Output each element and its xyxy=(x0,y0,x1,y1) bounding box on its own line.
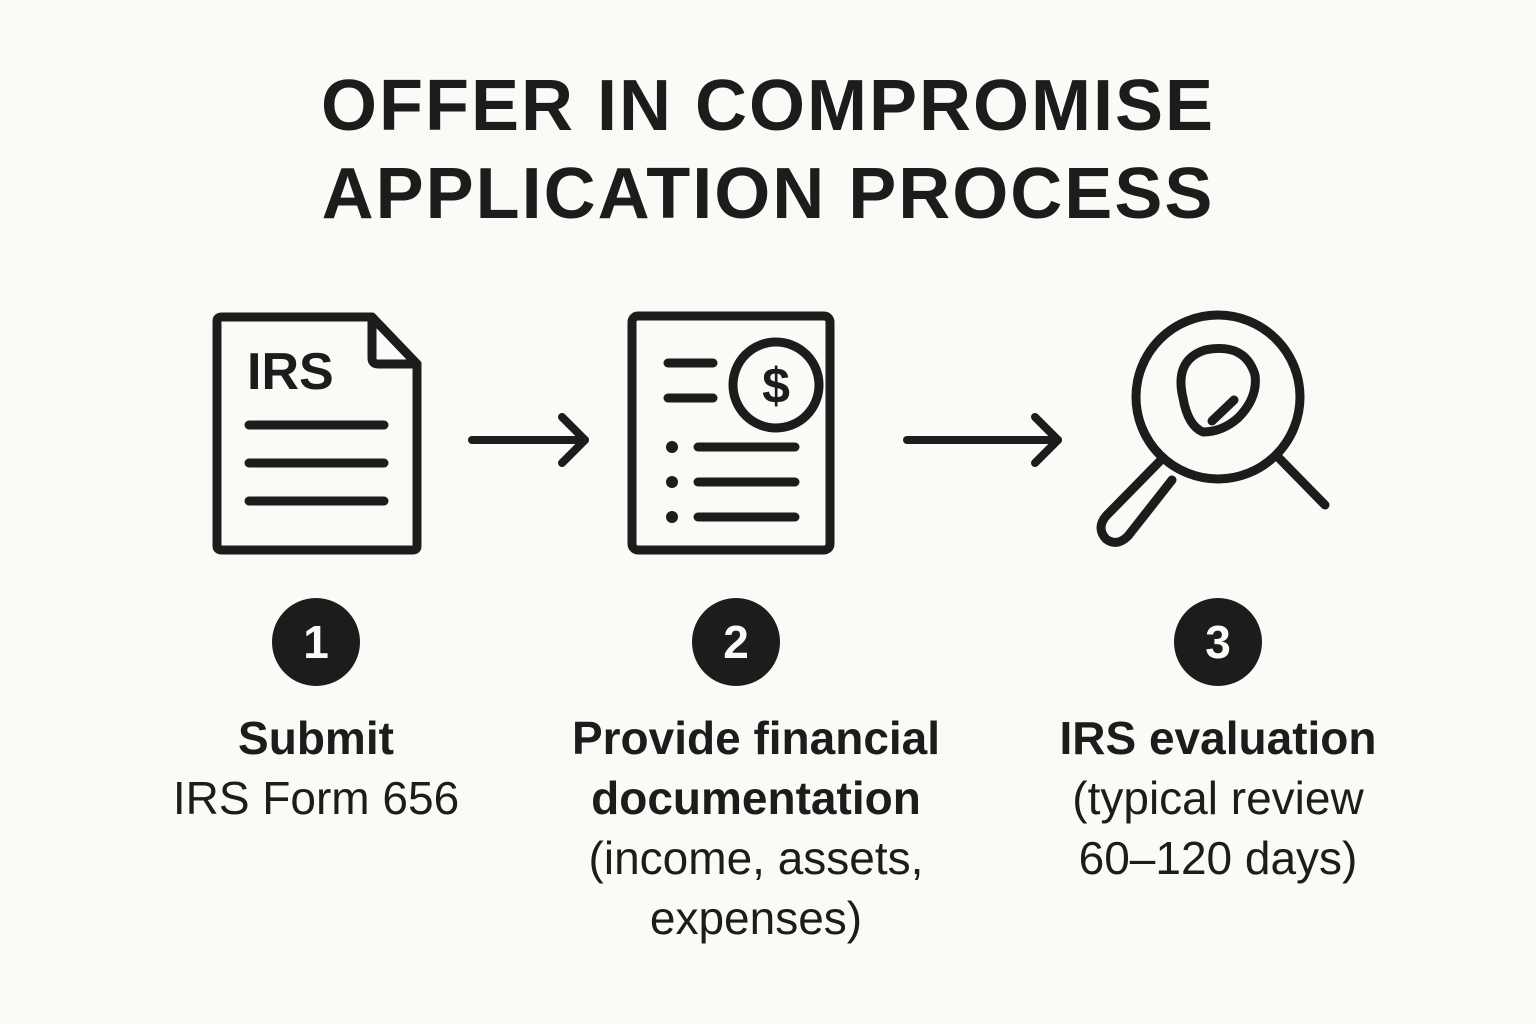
step-2-line-3: (income, assets, xyxy=(588,832,924,884)
title-line-1: OFFER IN COMPROMISE xyxy=(320,66,1216,146)
arrow-right-icon xyxy=(468,413,589,467)
bullet-dots xyxy=(666,441,678,523)
step-2-caption: Provide financial documentation (income,… xyxy=(536,708,976,948)
step-3-line-1: IRS evaluation xyxy=(1059,712,1377,764)
arrow-right-icon xyxy=(903,413,1062,467)
step-3-line-3: 60–120 days) xyxy=(1078,832,1358,884)
title-line-2: APPLICATION PROCESS xyxy=(321,154,1215,234)
step-3-caption: IRS evaluation (typical review 60–120 da… xyxy=(998,708,1438,888)
step-2-line-1: Provide financial xyxy=(571,712,941,764)
dollar-sign: $ xyxy=(762,358,790,414)
step-1-caption: Submit IRS Form 656 xyxy=(96,708,536,828)
step-2-line-4: expenses) xyxy=(649,892,863,944)
financial-document-dollar-icon xyxy=(627,311,835,555)
step-1-line-1: Submit xyxy=(238,712,394,764)
magnifying-glass-icon xyxy=(1096,310,1330,547)
step-3-badge: 3 xyxy=(1174,598,1262,686)
step-2-badge: 2 xyxy=(692,598,780,686)
step-3-line-2: (typical review xyxy=(1072,772,1364,824)
irs-label: IRS xyxy=(247,343,334,401)
step-2-line-2: documentation xyxy=(591,772,921,824)
step-1-badge: 1 xyxy=(272,598,360,686)
step-1-line-2: IRS Form 656 xyxy=(172,772,460,824)
irs-form-document-icon xyxy=(212,312,422,555)
